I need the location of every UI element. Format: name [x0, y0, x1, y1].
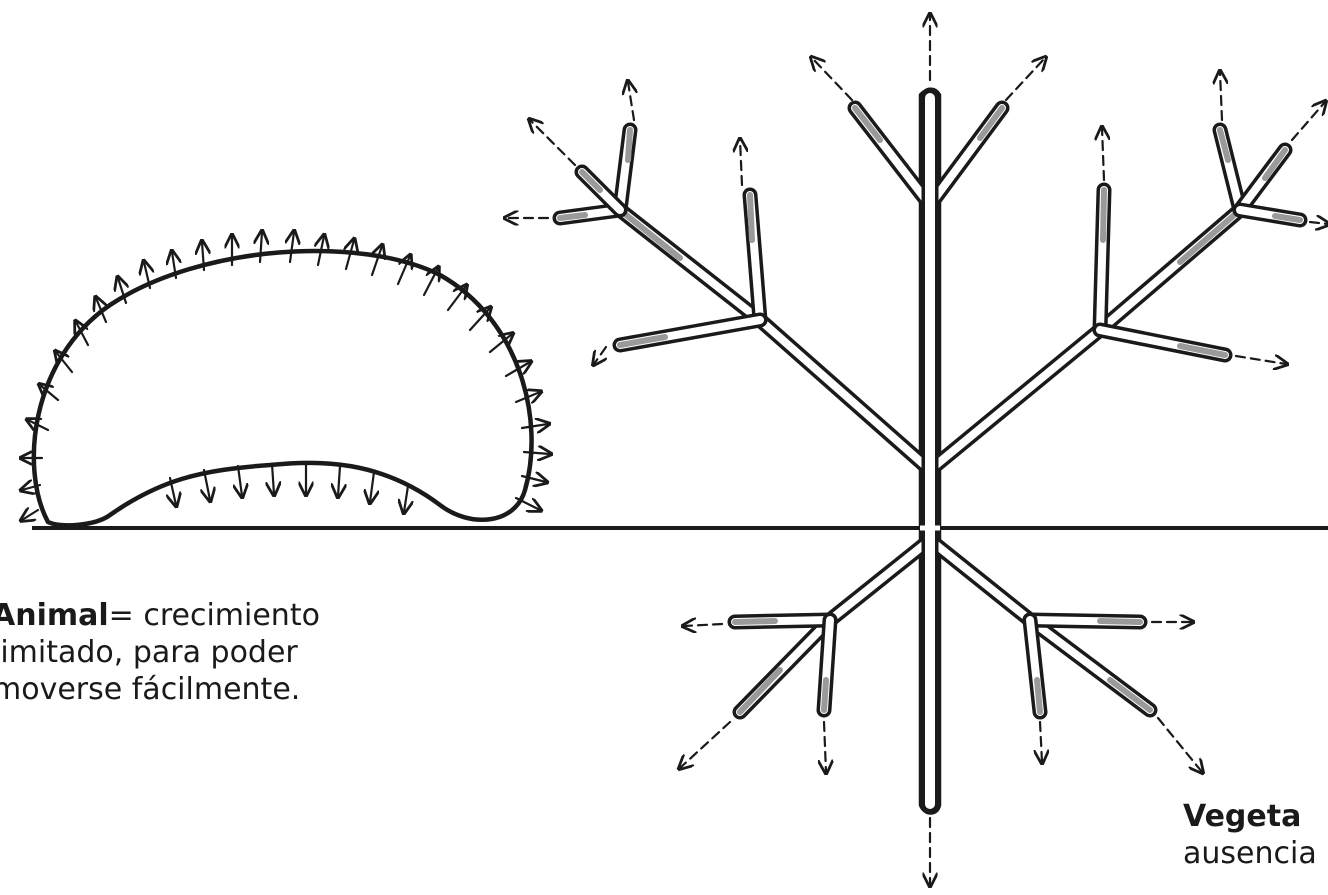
- arrow-icon: [1004, 58, 1045, 102]
- arrow-icon: [260, 232, 262, 264]
- branch-upper-right-diag-tip: [1262, 147, 1288, 181]
- arrow-icon: [812, 58, 854, 102]
- arrow-icon: [1308, 222, 1328, 224]
- caption-animal: Animal= crecimiento limitado, para poder…: [0, 597, 320, 708]
- arrow-icon: [396, 256, 410, 286]
- plant-growth-arrows: [506, 15, 1328, 885]
- branch-upper-right-end-tip: [1272, 213, 1303, 223]
- branch-upper-left-end-tip: [557, 212, 588, 221]
- arrow-icon: [488, 334, 512, 354]
- arrow-icon: [22, 485, 42, 490]
- animal-body-outline: [31, 248, 534, 528]
- arrow-icon: [238, 464, 242, 496]
- caption-vegetal-line1: ausencia: [1183, 836, 1317, 871]
- arrow-icon: [1102, 128, 1104, 182]
- arrow-icon: [272, 462, 274, 494]
- arrow-icon: [40, 385, 60, 402]
- root-left-tip: [737, 667, 783, 715]
- arrow-icon: [290, 232, 294, 264]
- branch-upper-right-twig-tip: [1100, 187, 1107, 243]
- arrow-icon: [422, 268, 438, 297]
- branch-upper-left-top-tip: [625, 127, 633, 163]
- arrow-icon: [28, 420, 50, 430]
- arrow-icon: [520, 424, 548, 428]
- plant-tree: [552, 87, 1308, 815]
- branch-upper-left-tip: [617, 207, 683, 261]
- arrow-icon: [96, 298, 106, 324]
- arrow-icon: [1234, 356, 1286, 364]
- branch-top-right-tip: [977, 105, 1005, 141]
- arrow-icon: [1156, 716, 1202, 772]
- arrow-icon: [372, 246, 382, 277]
- caption-animal-line3: moverse fácilmente.: [0, 672, 301, 707]
- arrow-icon: [514, 392, 540, 402]
- arrow-icon: [56, 352, 74, 374]
- branch-top-left-tip: [852, 105, 883, 143]
- branch-upper-left-twig-tip: [747, 192, 755, 243]
- root-right-side-tip: [1097, 618, 1143, 625]
- branch-upper-right-side-tip: [1177, 343, 1228, 358]
- arrow-icon: [824, 720, 826, 772]
- arrow-icon: [684, 624, 724, 626]
- branch-upper-left-side-tip: [617, 334, 668, 348]
- arrow-icon: [680, 720, 732, 768]
- arrow-icon: [404, 484, 408, 512]
- arrow-icon: [740, 140, 742, 187]
- caption-animal-title: Animal: [0, 598, 109, 633]
- caption-animal-line2: limitado, para poder: [0, 635, 298, 670]
- root-left-side-tip: [732, 618, 778, 625]
- arrow-icon: [504, 362, 530, 378]
- arrow-icon: [202, 242, 204, 272]
- arrow-icon: [144, 262, 150, 290]
- animal-growth-arrows: [22, 232, 550, 520]
- arrow-icon: [204, 468, 210, 500]
- root-right-tip: [1107, 677, 1153, 713]
- arrow-icon: [370, 470, 374, 502]
- arrow-icon: [22, 510, 40, 520]
- branch-upper-right-tip: [1177, 207, 1243, 265]
- arrow-icon: [318, 236, 324, 267]
- arrow-icon: [530, 120, 577, 167]
- arrow-icon: [520, 476, 546, 482]
- arrow-icon: [1290, 102, 1325, 142]
- arrow-icon: [468, 308, 490, 332]
- arrow-icon: [1040, 720, 1042, 762]
- arrow-icon: [76, 322, 90, 347]
- caption-vegetal-title: Vegeta: [1183, 799, 1302, 834]
- arrow-icon: [1220, 72, 1222, 122]
- arrow-icon: [446, 286, 466, 312]
- arrow-icon: [628, 82, 634, 122]
- arrow-icon: [118, 278, 126, 305]
- branch-upper-left-diag-tip: [579, 169, 603, 193]
- root-right-down-tip: [1034, 677, 1043, 715]
- arrow-icon: [522, 452, 550, 454]
- arrow-icon: [594, 345, 606, 364]
- caption-animal-line1: = crecimiento: [108, 598, 320, 633]
- arrow-icon: [338, 464, 340, 496]
- arrow-icon: [514, 496, 540, 510]
- caption-vegetal: Vegeta ausencia: [1183, 798, 1317, 872]
- root-left-down-tip: [821, 677, 829, 713]
- arrow-icon: [172, 252, 176, 280]
- arrow-icon: [170, 476, 176, 505]
- arrow-icon: [346, 240, 354, 271]
- branch-upper-right-top-tip: [1217, 127, 1231, 163]
